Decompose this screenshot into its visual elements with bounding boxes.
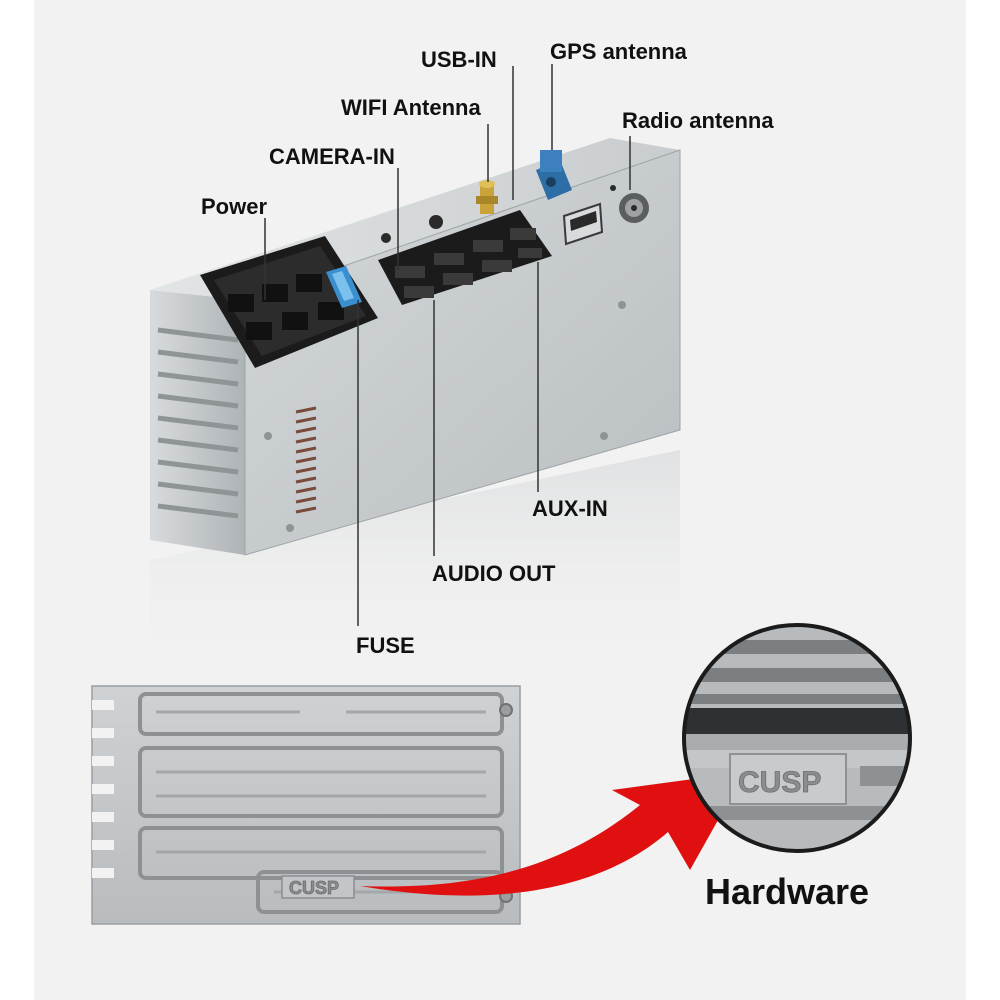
aux-in-label: AUX-IN bbox=[532, 496, 608, 521]
device-reflection bbox=[150, 450, 680, 690]
hardware-label: Hardware bbox=[705, 871, 870, 912]
front-screws bbox=[264, 215, 626, 532]
vent-slots bbox=[295, 406, 317, 514]
wifi-connector bbox=[476, 180, 498, 214]
plate-logo: CUSP bbox=[289, 878, 339, 898]
fuse bbox=[326, 266, 362, 308]
power-label: Power bbox=[201, 194, 268, 219]
usb-in-label: USB-IN bbox=[421, 47, 497, 72]
gps-connector bbox=[536, 150, 572, 200]
fuse-label: FUSE bbox=[356, 633, 415, 658]
heatsink-fins bbox=[157, 327, 239, 519]
zoom-logo: CUSP bbox=[738, 766, 821, 799]
gps-antenna-label: GPS antenna bbox=[550, 39, 687, 64]
power-connector bbox=[200, 236, 378, 368]
device-front bbox=[244, 149, 681, 556]
camera-in-label: CAMERA-IN bbox=[269, 144, 395, 169]
radio-antenna-label: Radio antenna bbox=[622, 108, 774, 133]
red-arrow bbox=[360, 772, 745, 896]
leader-lines bbox=[264, 64, 631, 626]
multipin-connector bbox=[378, 210, 552, 305]
usb-port bbox=[562, 202, 604, 246]
device-box bbox=[150, 138, 681, 690]
wifi-antenna-label: WIFI Antenna bbox=[341, 95, 481, 120]
radio-antenna-socket bbox=[610, 185, 649, 223]
audio-out-label: AUDIO OUT bbox=[432, 561, 556, 586]
zoom-circle: CUSP bbox=[682, 623, 912, 853]
